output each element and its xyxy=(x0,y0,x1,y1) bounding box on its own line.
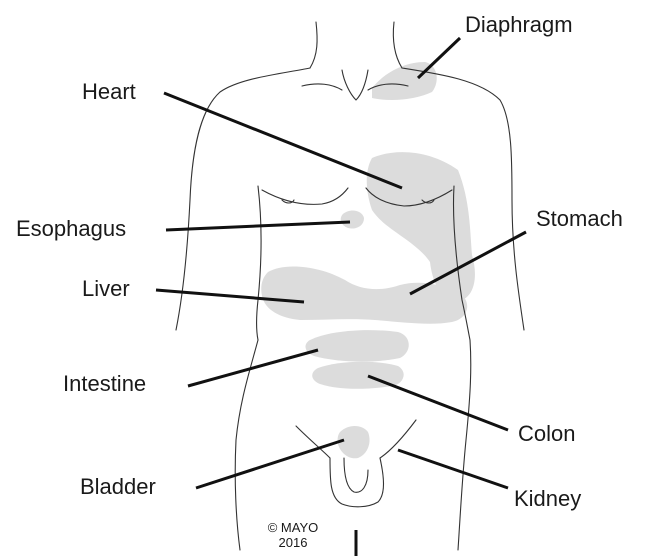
neck-right xyxy=(393,22,402,68)
bladder-leader xyxy=(196,440,344,488)
label-heart: Heart xyxy=(82,79,136,104)
heart-leader xyxy=(164,93,402,188)
label-liver: Liver xyxy=(82,276,130,301)
copyright-line2: 2016 xyxy=(279,535,308,550)
label-esophagus: Esophagus xyxy=(16,216,126,241)
diaphragm-leader xyxy=(418,38,460,78)
left-inner-arm xyxy=(257,186,262,340)
label-kidney: Kidney xyxy=(514,486,581,511)
label-diaphragm: Diaphragm xyxy=(465,12,573,37)
groin-right xyxy=(380,420,416,458)
left-pec xyxy=(262,188,348,204)
neck-left xyxy=(310,22,317,68)
copyright-line1: © MAYO xyxy=(268,520,319,535)
label-intestine: Intestine xyxy=(63,371,146,396)
neck-notch xyxy=(342,70,368,100)
intestine-region xyxy=(305,330,408,362)
bladder-region xyxy=(338,426,370,458)
kidney-leader xyxy=(398,450,508,488)
intestine-leader xyxy=(188,350,318,386)
right-torso xyxy=(458,340,471,550)
esophagus-region xyxy=(341,211,364,229)
label-colon: Colon xyxy=(518,421,575,446)
esophagus-leader xyxy=(166,222,350,230)
label-stomach: Stomach xyxy=(536,206,623,231)
organ-regions xyxy=(261,62,475,458)
genital-outline xyxy=(330,458,384,507)
label-bladder: Bladder xyxy=(80,474,156,499)
colon-leader xyxy=(368,376,508,430)
clavicle-left xyxy=(302,84,342,90)
genital-inner xyxy=(344,458,368,492)
